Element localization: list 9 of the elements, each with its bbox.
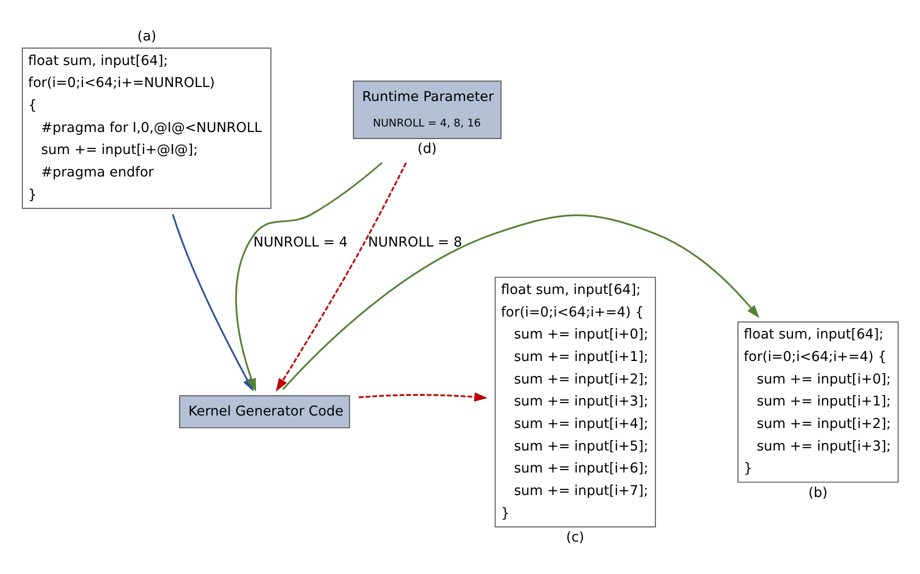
arrow — [282, 214, 760, 390]
node-label: (a) — [137, 28, 156, 44]
edge-label: NUNROLL = 8 — [368, 234, 462, 250]
edge-label: NUNROLL = 4 — [253, 234, 348, 250]
arrow — [276, 162, 407, 392]
node-label: (b) — [808, 484, 828, 500]
arrow — [358, 392, 488, 402]
node-label: (d) — [418, 140, 437, 157]
node-label: (c) — [566, 529, 584, 546]
